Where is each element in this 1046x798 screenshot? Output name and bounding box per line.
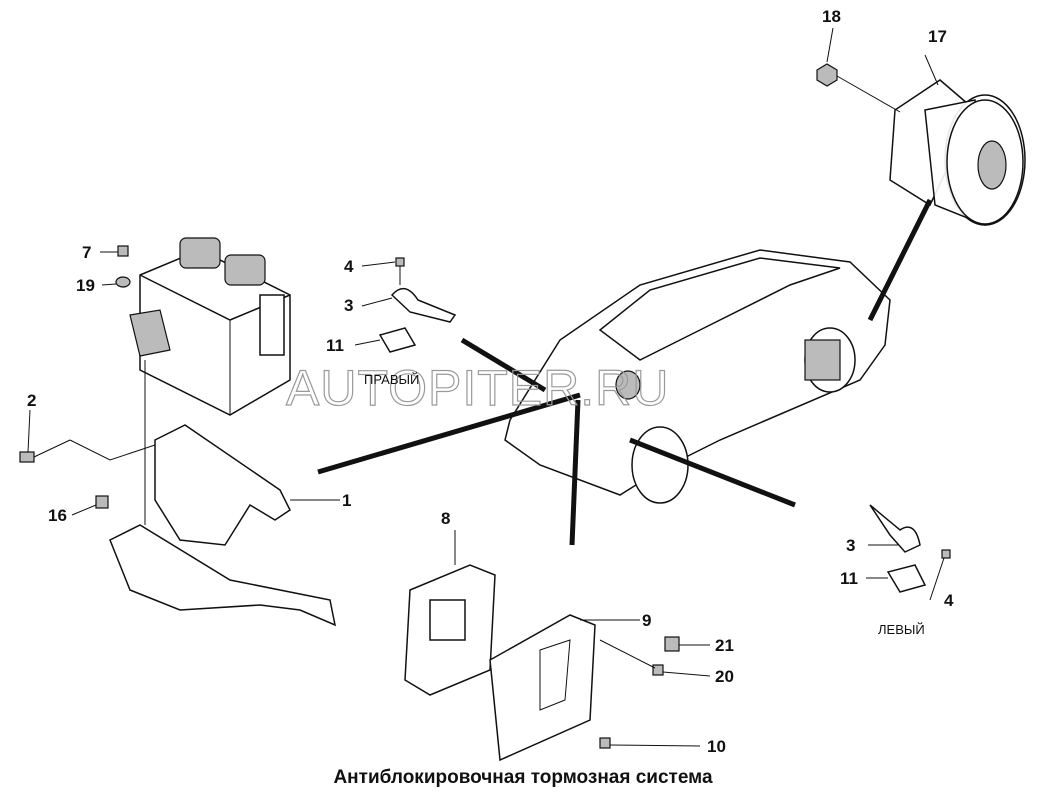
callout-1: 1 — [342, 491, 351, 510]
nut-16 — [71, 360, 146, 525]
ecu-8 — [404, 530, 496, 696]
callout-3-left: 3 — [846, 536, 855, 555]
callout-3-right: 3 — [344, 296, 353, 315]
nut-7 — [100, 245, 129, 257]
car-body — [504, 249, 891, 504]
callout-8: 8 — [441, 509, 450, 528]
callout-2: 2 — [27, 391, 36, 410]
washer-19 — [101, 276, 131, 288]
callout-11-left: 11 — [840, 569, 858, 588]
left-wheel-sensor — [866, 504, 951, 601]
bracket-1 — [109, 424, 340, 627]
callouts: 18 17 7 19 4 3 11 ПРАВЫЙ 2 1 16 8 9 21 2… — [27, 7, 954, 756]
callout-19: 19 — [76, 276, 95, 295]
callout-4-right: 4 — [344, 257, 354, 276]
callout-16: 16 — [48, 506, 67, 525]
leader-lines — [317, 198, 933, 546]
side-label-left: ЛЕВЫЙ — [878, 622, 925, 637]
callout-9: 9 — [642, 611, 651, 630]
screw-10 — [599, 737, 701, 749]
right-wheel-sensor — [354, 257, 457, 353]
callout-18: 18 — [822, 7, 841, 26]
callout-10: 10 — [707, 737, 726, 756]
ecu-bracket-9 — [489, 614, 640, 762]
watermark: AUTOPITER.RU — [286, 360, 669, 416]
callout-21: 21 — [715, 636, 734, 655]
screw-20 — [599, 639, 711, 677]
nut-18 — [816, 63, 901, 113]
wheel-hub-17 — [889, 79, 1026, 227]
callout-20: 20 — [715, 667, 734, 686]
callout-4-left: 4 — [944, 591, 954, 610]
callout-17: 17 — [928, 27, 947, 46]
callout-7: 7 — [82, 243, 91, 262]
diagram-title: Антиблокировочная тормозная система — [333, 767, 713, 788]
side-label-right: ПРАВЫЙ — [364, 372, 419, 387]
callout-11-right: 11 — [326, 336, 344, 355]
nut-21 — [664, 636, 710, 652]
abs-modulator — [129, 237, 291, 416]
bolt-2 — [19, 409, 156, 463]
